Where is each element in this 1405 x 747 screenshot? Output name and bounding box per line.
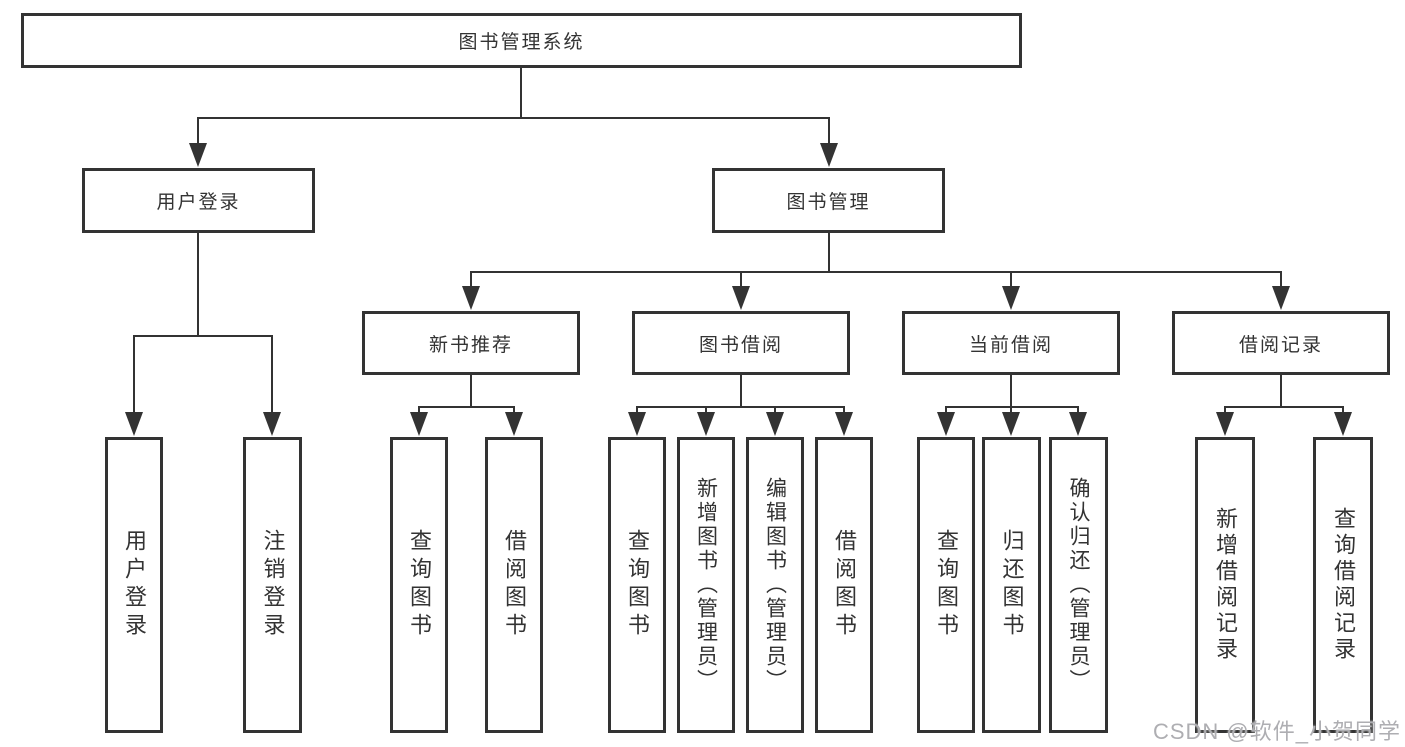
leaf-query-books-recommend: 查询图书 bbox=[390, 437, 448, 733]
connector-current-borrowing-stem bbox=[1010, 375, 1012, 408]
leaf-label: 查询图书 bbox=[407, 529, 432, 641]
connector-user-login-branch bbox=[133, 335, 273, 337]
connector-to-book-borrowing bbox=[740, 271, 742, 288]
leaf-add-books-admin: 新增图书（管理员） bbox=[677, 437, 735, 733]
connector-new-book-recommend-branch bbox=[418, 406, 515, 408]
node-user-login: 用户登录 bbox=[82, 168, 315, 233]
node-new-book-recommend: 新书推荐 bbox=[362, 311, 580, 375]
arrow-down-icon bbox=[1002, 286, 1020, 310]
node-library-management-system: 图书管理系统 bbox=[21, 13, 1022, 68]
connector-to-new-book-recommend bbox=[470, 271, 472, 288]
arrow-down-icon bbox=[697, 412, 715, 436]
node-label: 借阅记录 bbox=[1238, 334, 1323, 356]
leaf-add-borrow-record: 新增借阅记录 bbox=[1195, 437, 1255, 733]
leaf-borrow-books-borrowing: 借阅图书 bbox=[815, 437, 873, 733]
connector-to-leaf-logout bbox=[271, 335, 273, 414]
connector-borrowing-records-branch bbox=[1224, 406, 1344, 408]
leaf-label: 注销登录 bbox=[260, 529, 286, 641]
node-label: 用户登录 bbox=[156, 192, 241, 213]
leaf-return-books: 归还图书 bbox=[982, 437, 1041, 733]
arrow-down-icon bbox=[628, 412, 646, 436]
connector-leaf bbox=[1224, 406, 1226, 414]
connector-to-borrowing-records bbox=[1280, 271, 1282, 288]
connector-leaf bbox=[705, 406, 707, 414]
leaf-label: 借阅图书 bbox=[832, 529, 857, 641]
connector-leaf bbox=[945, 406, 947, 414]
arrow-down-icon bbox=[732, 286, 750, 310]
leaf-label: 借阅图书 bbox=[502, 529, 527, 641]
leaf-query-books-borrowing: 查询图书 bbox=[608, 437, 666, 733]
arrow-down-icon bbox=[937, 412, 955, 436]
connector-leaf bbox=[843, 406, 845, 414]
connector-book-borrowing-branch bbox=[636, 406, 845, 408]
node-book-management: 图书管理 bbox=[712, 168, 945, 233]
connector-to-leaf-user-login bbox=[133, 335, 135, 414]
leaf-label: 新增图书（管理员） bbox=[694, 477, 718, 693]
leaf-borrow-books-recommend: 借阅图书 bbox=[485, 437, 543, 733]
leaf-query-borrow-record: 查询借阅记录 bbox=[1313, 437, 1373, 733]
arrow-down-icon bbox=[766, 412, 784, 436]
leaf-label: 查询借阅记录 bbox=[1331, 507, 1356, 663]
connector-leaf bbox=[774, 406, 776, 414]
arrow-down-icon bbox=[1216, 412, 1234, 436]
arrow-down-icon bbox=[1069, 412, 1087, 436]
arrow-down-icon bbox=[189, 143, 207, 167]
leaf-label: 查询图书 bbox=[625, 529, 650, 641]
connector-to-current-borrowing bbox=[1010, 271, 1012, 288]
arrow-down-icon bbox=[820, 143, 838, 167]
connector-user-login-stem bbox=[197, 233, 199, 337]
leaf-label: 用户登录 bbox=[122, 529, 147, 641]
node-borrowing-records: 借阅记录 bbox=[1172, 311, 1390, 375]
node-label: 图书管理 bbox=[786, 192, 871, 213]
node-current-borrowing: 当前借阅 bbox=[902, 311, 1120, 375]
node-label: 当前借阅 bbox=[968, 334, 1053, 356]
connector-borrowing-records-stem bbox=[1280, 375, 1282, 408]
node-book-borrowing: 图书借阅 bbox=[632, 311, 850, 375]
arrow-down-icon bbox=[1002, 412, 1020, 436]
node-label: 图书借阅 bbox=[698, 334, 783, 356]
connector-leaf bbox=[636, 406, 638, 414]
connector-current-borrowing-branch bbox=[945, 406, 1079, 408]
leaf-confirm-return-admin: 确认归还（管理员） bbox=[1049, 437, 1108, 733]
node-label: 新书推荐 bbox=[428, 334, 513, 356]
connector-book-borrowing-stem bbox=[740, 375, 742, 408]
connector-leaf bbox=[1010, 406, 1012, 414]
connector-to-user-login bbox=[197, 117, 199, 145]
arrow-down-icon bbox=[505, 412, 523, 436]
connector-root-branch bbox=[197, 117, 830, 119]
arrow-down-icon bbox=[263, 412, 281, 436]
connector-leaf bbox=[513, 406, 515, 414]
connector-book-management-stem bbox=[828, 233, 830, 273]
connector-leaf bbox=[1077, 406, 1079, 414]
leaf-edit-books-admin: 编辑图书（管理员） bbox=[746, 437, 804, 733]
leaf-label: 编辑图书（管理员） bbox=[763, 477, 787, 693]
csdn-watermark: CSDN @软件_小贺同学 bbox=[1152, 719, 1401, 744]
arrow-down-icon bbox=[1334, 412, 1352, 436]
arrow-down-icon bbox=[835, 412, 853, 436]
leaf-label: 查询图书 bbox=[934, 529, 959, 641]
connector-book-management-branch bbox=[470, 271, 1281, 273]
leaf-user-login: 用户登录 bbox=[105, 437, 163, 733]
leaf-label: 新增借阅记录 bbox=[1213, 507, 1238, 663]
connector-leaf bbox=[418, 406, 420, 414]
node-label: 图书管理系统 bbox=[458, 32, 585, 53]
connector-new-book-recommend-stem bbox=[470, 375, 472, 408]
leaf-logout-login: 注销登录 bbox=[243, 437, 302, 733]
connector-root-stem bbox=[520, 68, 522, 119]
arrow-down-icon bbox=[1272, 286, 1290, 310]
connector-to-book-management bbox=[828, 117, 830, 145]
leaf-label: 确认归还（管理员） bbox=[1067, 477, 1090, 693]
arrow-down-icon bbox=[462, 286, 480, 310]
arrow-down-icon bbox=[125, 412, 143, 436]
leaf-query-books-current: 查询图书 bbox=[917, 437, 975, 733]
connector-leaf bbox=[1342, 406, 1344, 414]
leaf-label: 归还图书 bbox=[999, 529, 1025, 641]
arrow-down-icon bbox=[410, 412, 428, 436]
